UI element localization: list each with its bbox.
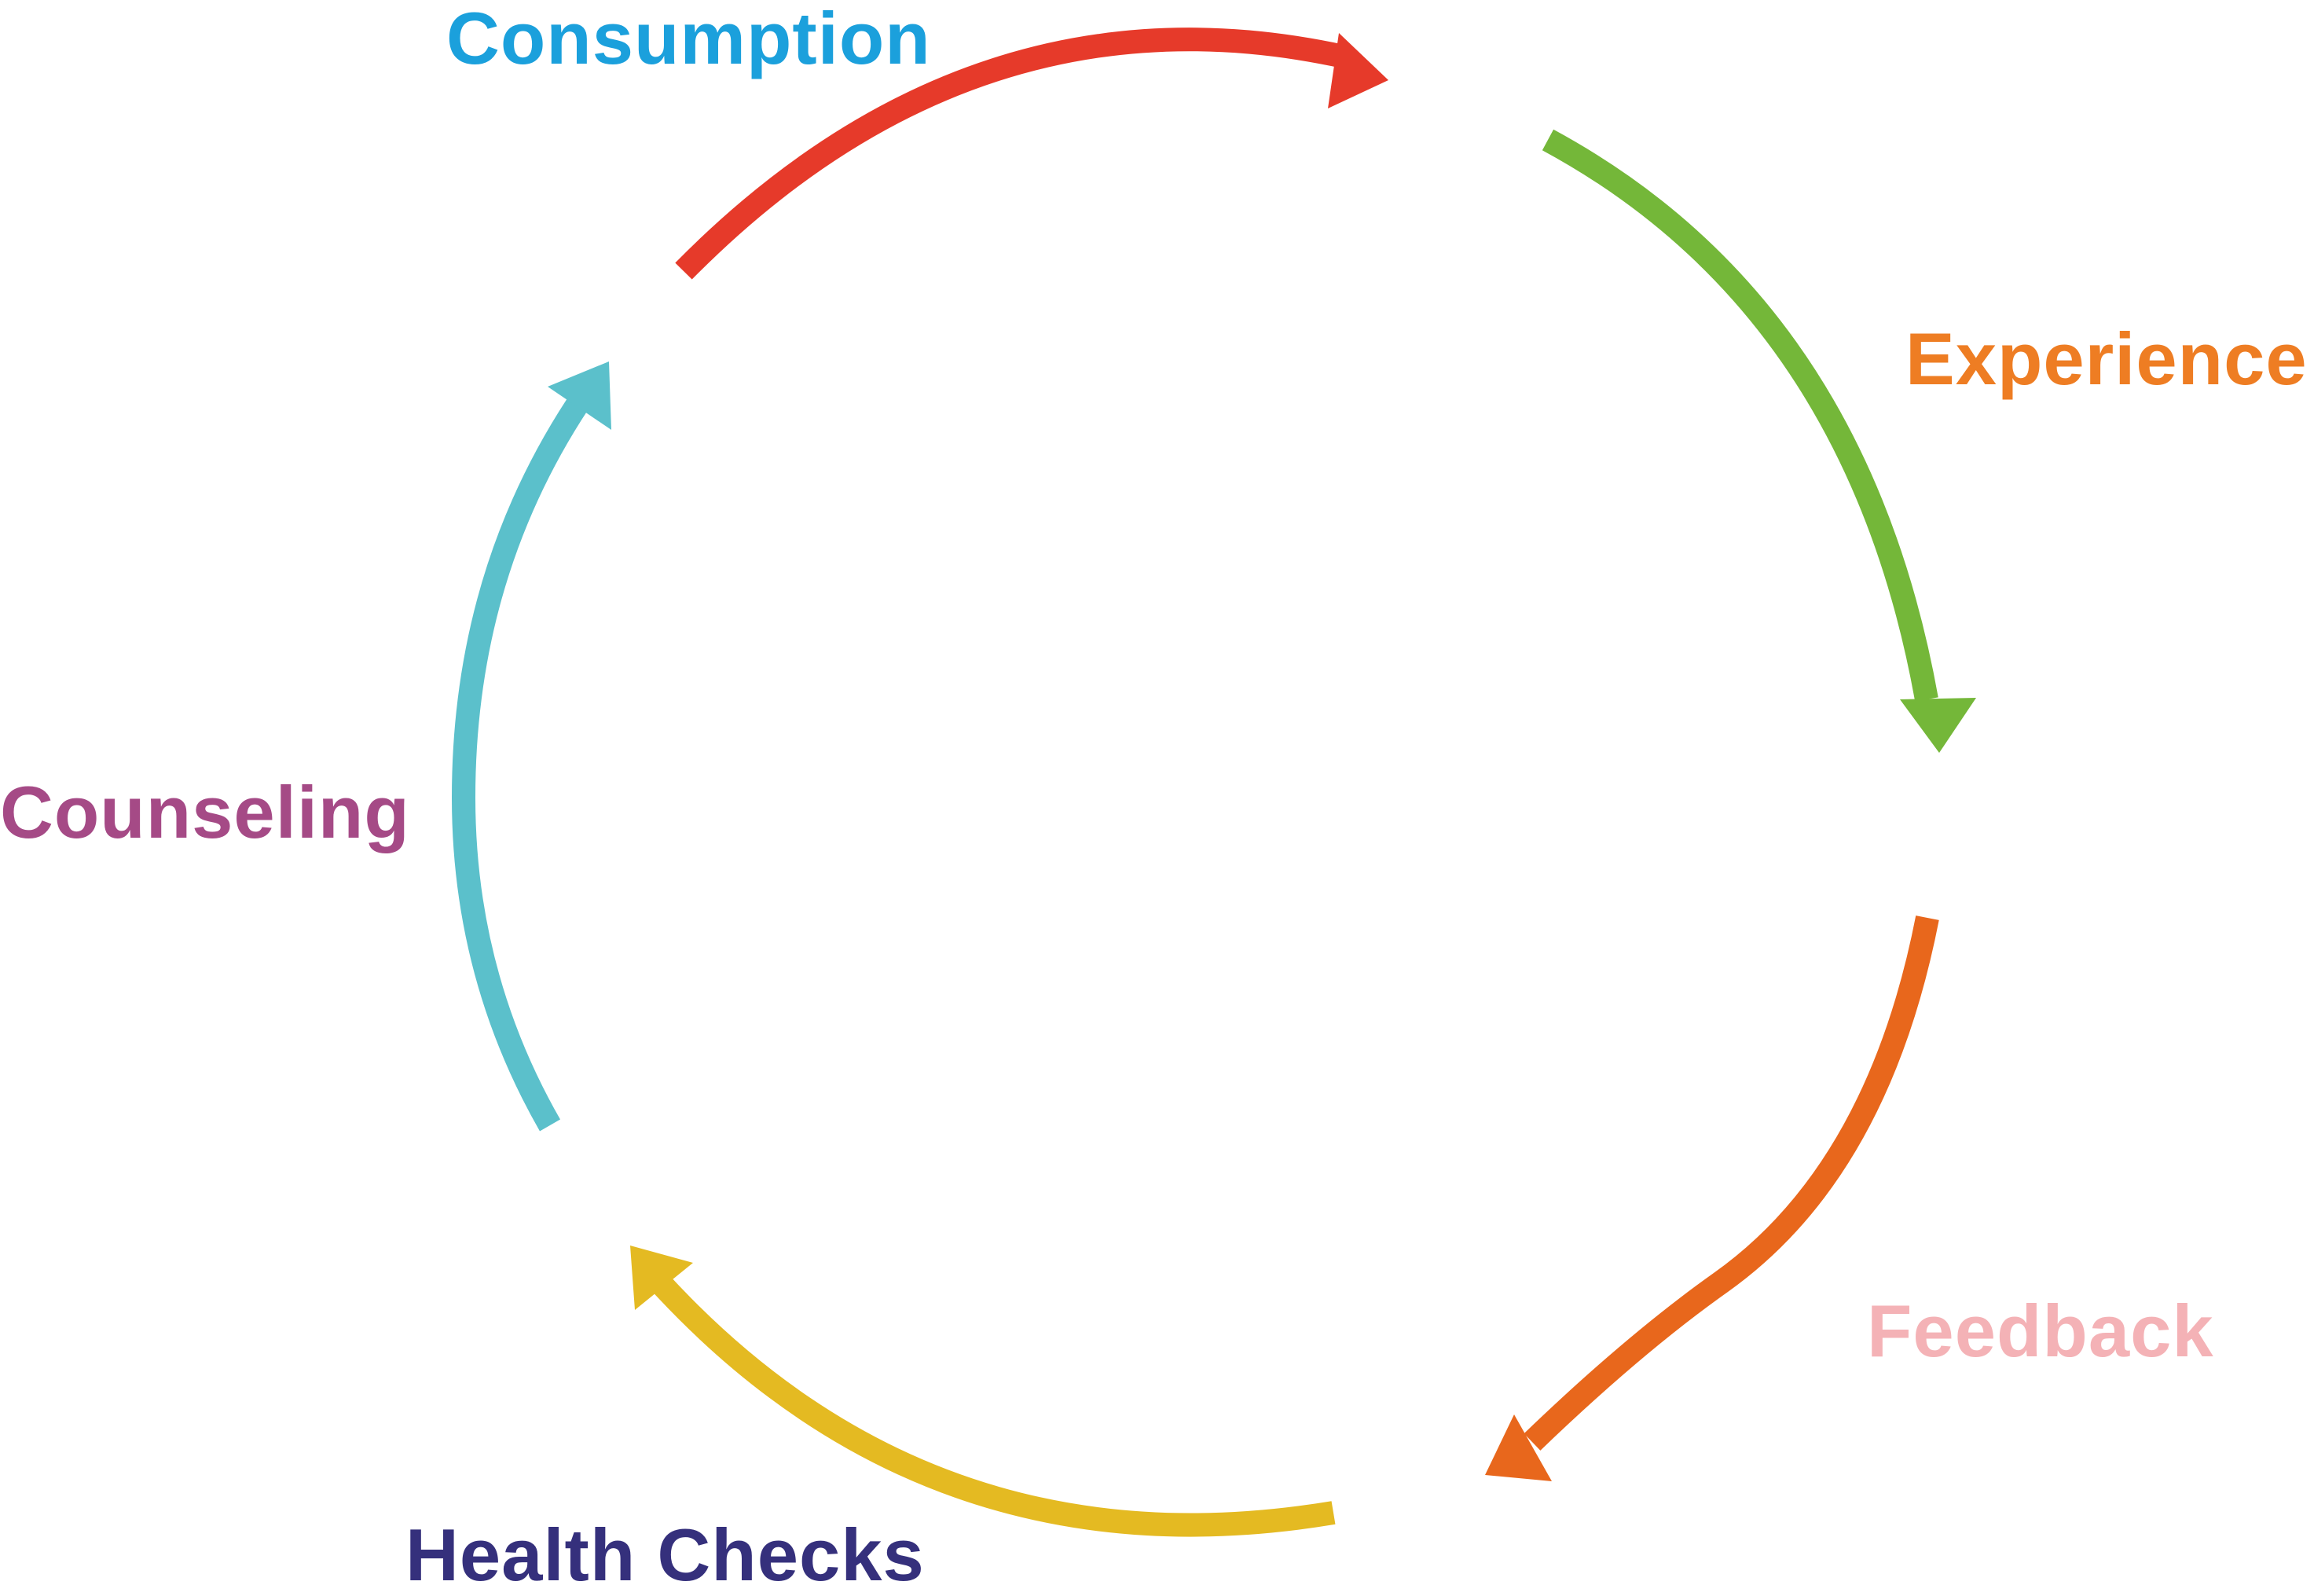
label-health-checks: Health Checks xyxy=(405,1513,925,1596)
arrow-counseling-to-consumption xyxy=(451,361,611,1132)
arrow-head xyxy=(548,361,611,430)
label-experience: Experience xyxy=(1905,317,2308,400)
arrow-head xyxy=(1328,33,1388,108)
arrow-experience-to-feedback xyxy=(1542,129,1976,753)
label-feedback: Feedback xyxy=(1867,1290,2214,1372)
arrow-shaft xyxy=(1542,129,1938,702)
arrow-head xyxy=(1485,1414,1552,1481)
arrow-shaft xyxy=(649,1272,1336,1537)
arrow-shaft xyxy=(451,396,589,1132)
arrow-consumption-to-experience xyxy=(675,28,1388,280)
arrow-head xyxy=(1900,698,1976,753)
label-counseling: Counseling xyxy=(0,771,410,853)
arrow-feedback-to-health-checks xyxy=(1485,915,1939,1481)
arrow-health-checks-to-counseling xyxy=(630,1246,1336,1537)
label-consumption: Consumption xyxy=(446,0,931,79)
arrow-head xyxy=(630,1246,693,1310)
arrow-shaft xyxy=(1524,915,1939,1451)
arrow-shaft xyxy=(675,28,1347,280)
